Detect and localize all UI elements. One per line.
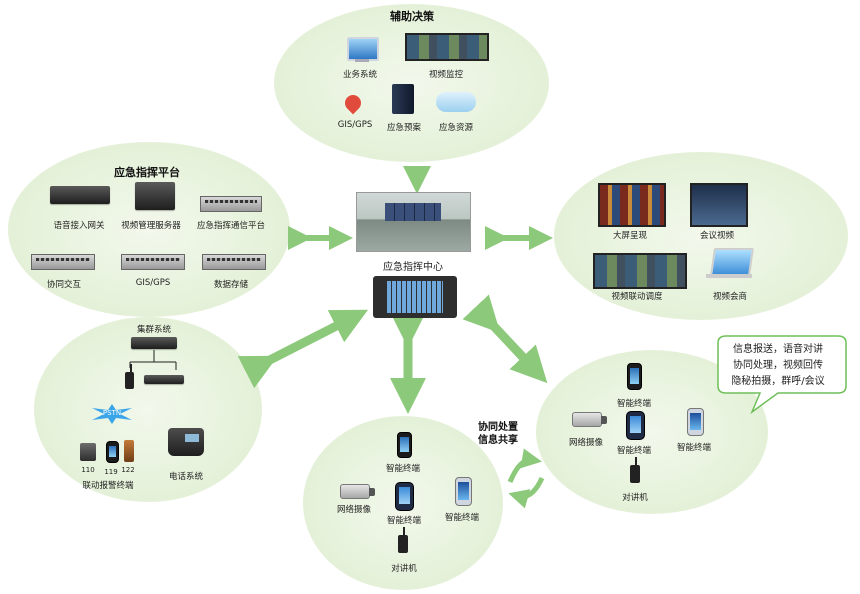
display-ellipse [554, 152, 848, 320]
center-label: 应急指挥中心 [383, 262, 443, 273]
mobile-radio-icon [630, 457, 640, 483]
alarm-number-122: 122 [121, 466, 135, 474]
platform-title: 应急指挥平台 [114, 166, 180, 179]
field-radio-icon [398, 527, 408, 553]
storage-rack-icon [202, 254, 266, 270]
alarm-terminal-label: 联动报警终端 [82, 481, 134, 491]
decision-title: 辅助决策 [390, 10, 434, 23]
comm-trunk-label: 集群系统 [136, 325, 172, 335]
trunk-switch-icon [131, 337, 177, 349]
big-screen-image [598, 183, 666, 227]
arrow-field-mobile-cycle [507, 448, 542, 483]
mobile-camera-icon [572, 412, 607, 427]
decision-item-video: 视频监控 [428, 70, 464, 80]
alarm-number-119: 119 [104, 468, 118, 476]
platform-item-gis: GIS/GPS [135, 278, 171, 288]
callout-line-3: 隐秘拍摄，群呼/会议 [731, 376, 825, 387]
meeting-video-image [690, 183, 748, 227]
cloud-icon [436, 92, 476, 112]
command-center-room-image [356, 192, 471, 252]
arrow-mobile-center [462, 294, 548, 384]
mobile-item-smart-top: 智能终端 [616, 399, 652, 409]
monitor-icon [347, 37, 379, 61]
gateway-device-icon [50, 186, 110, 204]
arrow-mobile-field-cycle [508, 476, 545, 509]
collab-rack-icon [31, 254, 95, 270]
platform-item-video-server: 视频管理服务器 [121, 221, 181, 231]
platform-item-collab: 协同交互 [46, 280, 82, 290]
decision-item-plan: 应急预案 [386, 123, 422, 133]
video-server-icon [135, 182, 175, 210]
phone-system-label: 电话系统 [168, 472, 204, 482]
video-dispatch-image [593, 253, 687, 289]
trunk-base-station-icon [144, 375, 184, 384]
field-camera-icon [340, 484, 375, 499]
field-item-smart-mid: 智能终端 [386, 516, 422, 526]
field-item-camera: 网络摄像 [336, 505, 372, 515]
callout-line-1: 信息报送，语音对讲 [733, 344, 823, 355]
share-title-line2: 信息共享 [478, 435, 518, 446]
comm-platform-rack-icon [200, 196, 262, 212]
laptop-base-icon [706, 274, 752, 278]
display-item-meeting: 会议视频 [699, 231, 735, 241]
desk-phone-screen [185, 434, 199, 442]
alarm-phone-110-icon [80, 443, 96, 461]
desk-phone-icon [168, 428, 204, 456]
platform-item-storage: 数据存储 [213, 280, 249, 290]
mobile-item-smart-right: 智能终端 [676, 443, 712, 453]
video-wall-icon [405, 33, 489, 61]
decision-item-resource: 应急资源 [438, 123, 474, 133]
share-title-line1: 协同处置 [478, 422, 518, 433]
decision-item-business: 业务系统 [342, 70, 378, 80]
field-item-smart-right: 智能终端 [444, 513, 480, 523]
platform-item-comm: 应急指挥通信平台 [196, 221, 266, 231]
display-item-bigscreen: 大屏呈现 [612, 231, 648, 241]
field-android-phone-icon [455, 477, 472, 506]
decision-ellipse [274, 4, 549, 162]
display-item-dispatch: 视频联动调度 [611, 292, 663, 302]
alarm-phone-122-icon [124, 440, 134, 462]
platform-item-gateway: 语音接入网关 [53, 221, 105, 231]
mobile-item-smart-mid: 智能终端 [616, 446, 652, 456]
field-rugged-terminal-icon [395, 482, 414, 511]
monitor-stand-icon [355, 59, 369, 62]
field-smartphone-icon [397, 432, 412, 458]
gis-rack-icon [121, 254, 185, 270]
platform-ellipse [8, 142, 290, 317]
mobile-android-phone-icon [687, 408, 704, 436]
mobile-smartphone-icon [627, 363, 642, 390]
alarm-number-110: 110 [81, 466, 95, 474]
callout-line-2: 协同处理，视频回传 [733, 360, 823, 371]
field-item-radio: 对讲机 [391, 564, 417, 574]
mobile-rugged-terminal-icon [626, 411, 645, 440]
decision-item-gis: GIS/GPS [337, 120, 373, 130]
command-console-image [373, 276, 457, 318]
pstn-label: PSTN [102, 409, 122, 417]
server-tower-icon [392, 84, 414, 114]
mobile-item-camera: 网络摄像 [568, 438, 604, 448]
alarm-phone-119-icon [106, 441, 119, 463]
trunk-radio-icon [125, 364, 134, 389]
command-center-screen-wall [385, 203, 441, 221]
field-item-smart-top: 智能终端 [385, 464, 421, 474]
console-keypad [387, 281, 443, 313]
mobile-item-radio: 对讲机 [622, 493, 648, 503]
arrow-comm-center [237, 309, 369, 389]
display-item-consult: 视频会商 [712, 292, 748, 302]
